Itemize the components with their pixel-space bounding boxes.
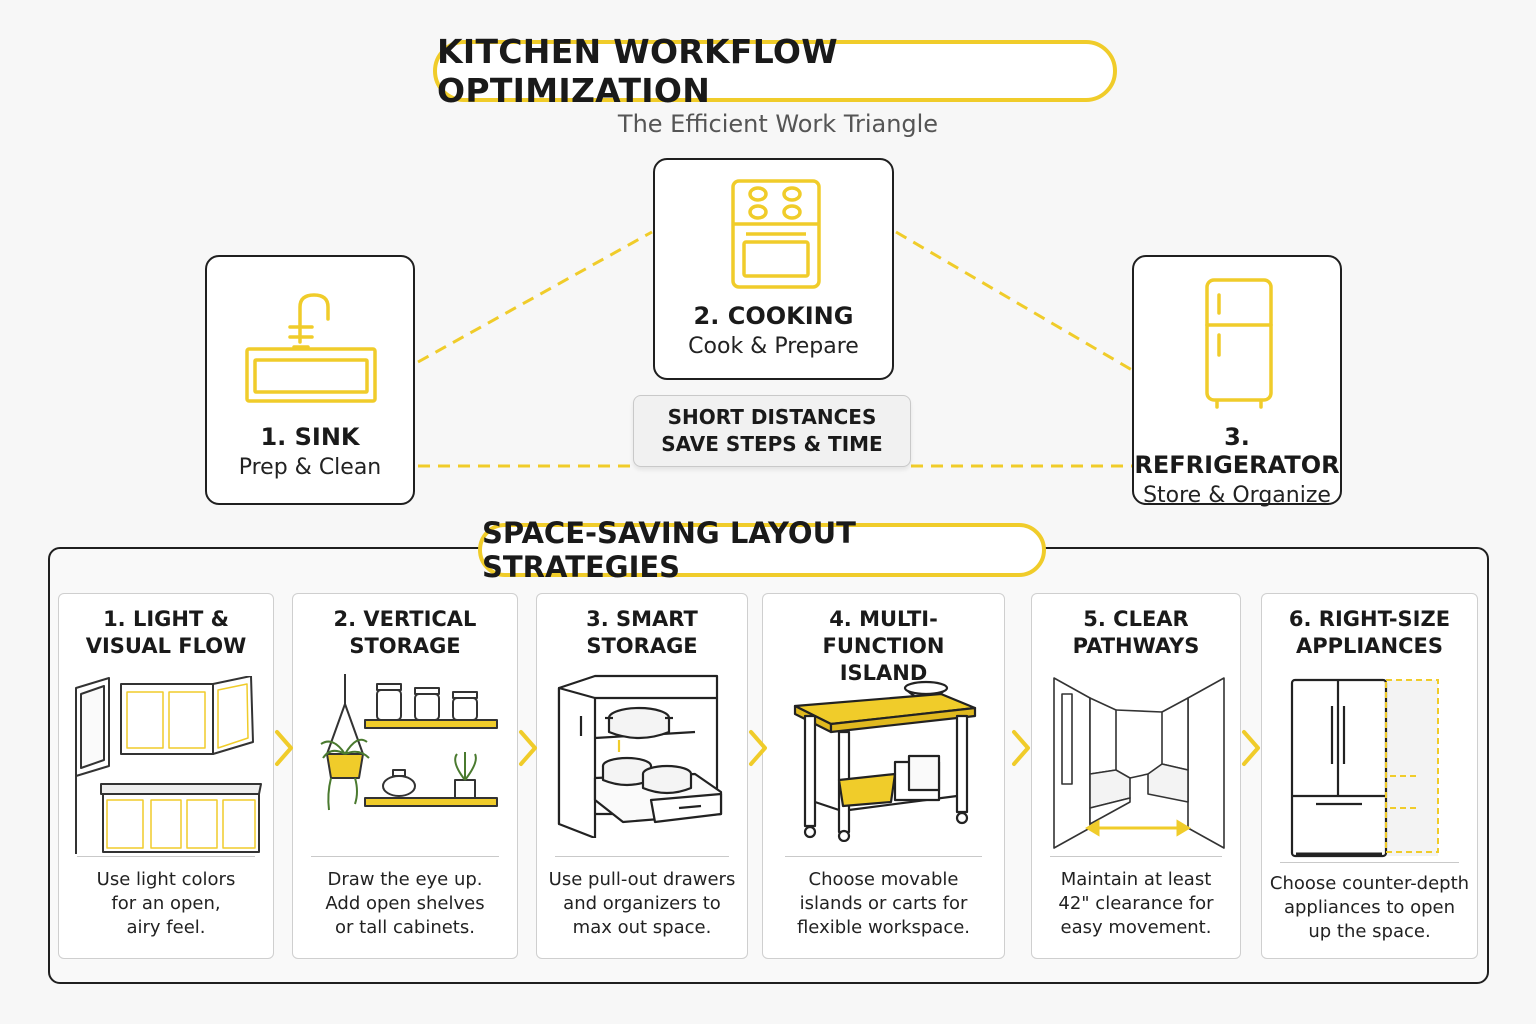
chevron-right-icon [1242, 730, 1260, 766]
card-text-line-2: islands or carts for [799, 893, 968, 914]
refrigerator-title: 3. REFRIGERATOR [1134, 423, 1340, 479]
sink-subtitle: Prep & Clean [238, 455, 382, 480]
card-text-line-3: airy feel. [126, 917, 206, 938]
cooking-title: 2. COOKING [693, 302, 854, 330]
card-text-line-3: or tall cabinets. [335, 917, 475, 938]
light-cabinets-icon [75, 676, 262, 854]
kitchen-pathway-icon [1053, 677, 1225, 849]
card-text-line-1: Use light colors [96, 869, 236, 890]
sink-to-cooking-connector [417, 230, 653, 364]
short-distances-callout: SHORT DISTANCES SAVE STEPS & TIME [633, 395, 911, 467]
counter-depth-fridge-icon [1290, 678, 1439, 858]
chevron-right-icon [519, 730, 537, 766]
page-title-text: KITCHEN WORKFLOW OPTIMIZATION [437, 32, 838, 110]
strategy-card-vertical-storage: 2. VERTICAL STORAGE Draw the eye up. [292, 593, 518, 959]
strategy-card-clear-pathways: 5. CLEAR PATHWAYS Maintain at least 42" … [1031, 593, 1241, 959]
card-title-line-1: 4. MULTI-FUNCTION [822, 607, 945, 658]
open-shelves-icon [320, 674, 498, 811]
card-title-line-2: VISUAL FLOW [85, 634, 247, 658]
card-title-line-1: 2. VERTICAL [333, 607, 477, 631]
strategy-card-smart-storage: 3. SMART STORAGE Use pull-out drawers an… [536, 593, 748, 959]
strategy-card-right-size-appliances: 6. RIGHT-SIZE APPLIANCES Choose counter-… [1261, 593, 1478, 959]
strategy-card-multi-function-island: 4. MULTI-FUNCTION ISLAND Choose movable … [762, 593, 1005, 959]
card-title-line-1: 3. SMART [586, 607, 698, 631]
card-text-line-1: Choose movable [808, 869, 959, 890]
card-text-line-2: and organizers to [563, 893, 721, 914]
sink-title: 1. SINK [260, 423, 360, 451]
card-text-line-2: for an open, [111, 893, 221, 914]
refrigerator-icon [1205, 278, 1273, 409]
strategy-card-light-visual-flow: 1. LIGHT & VISUAL FLOW Use light colors … [58, 593, 274, 959]
chevron-right-icon [275, 730, 293, 766]
card-text-line-2: 42" clearance for [1058, 893, 1214, 914]
card-title-line-2: ISLAND [839, 661, 928, 685]
card-title-line-1: 1. LIGHT & [103, 607, 229, 631]
card-text-line-3: up the space. [1308, 921, 1431, 942]
card-text-line-3: max out space. [572, 917, 712, 938]
kitchen-island-cart-icon [793, 680, 977, 842]
card-text-line-3: easy movement. [1060, 917, 1212, 938]
station-sink: 1. SINK Prep & Clean [205, 255, 415, 505]
card-text-line-1: Use pull-out drawers [548, 869, 736, 890]
page-title: KITCHEN WORKFLOW OPTIMIZATION [433, 32, 1117, 110]
card-text-line-1: Choose counter-depth [1269, 873, 1470, 894]
card-text-line-1: Draw the eye up. [327, 869, 483, 890]
card-title-line-1: 5. CLEAR [1083, 607, 1189, 631]
cooking-subtitle: Cook & Prepare [688, 334, 859, 359]
chevron-right-icon [1012, 730, 1030, 766]
card-title-line-2: PATHWAYS [1072, 634, 1200, 658]
station-cooking: 2. COOKING Cook & Prepare [653, 158, 894, 380]
card-title-line-1: 6. RIGHT-SIZE [1288, 607, 1451, 631]
sink-icon [245, 293, 377, 403]
stove-icon [731, 179, 821, 289]
strategies-heading: SPACE-SAVING LAYOUT STRATEGIES [478, 516, 1046, 584]
callout-line-2: SAVE STEPS & TIME [661, 432, 883, 456]
card-text-line-1: Maintain at least [1060, 869, 1212, 890]
card-title-line-2: APPLIANCES [1296, 634, 1443, 658]
page-subtitle: The Efficient Work Triangle [617, 110, 939, 138]
card-text-line-2: Add open shelves [325, 893, 485, 914]
card-text-line-2: appliances to open [1283, 897, 1456, 918]
card-title-line-2: STORAGE [586, 634, 698, 658]
refrigerator-subtitle: Store & Organize [1143, 483, 1331, 508]
card-text-line-3: flexible workspace. [796, 917, 971, 938]
pull-out-drawer-icon [557, 674, 723, 838]
card-title-line-2: STORAGE [349, 634, 461, 658]
station-refrigerator: 3. REFRIGERATOR Store & Organize [1132, 255, 1342, 508]
callout-line-1: SHORT DISTANCES [667, 405, 877, 429]
cooking-to-refrigerator-connector [895, 230, 1133, 372]
strategies-heading-text: SPACE-SAVING LAYOUT STRATEGIES [482, 516, 856, 584]
chevron-right-icon [749, 730, 767, 766]
